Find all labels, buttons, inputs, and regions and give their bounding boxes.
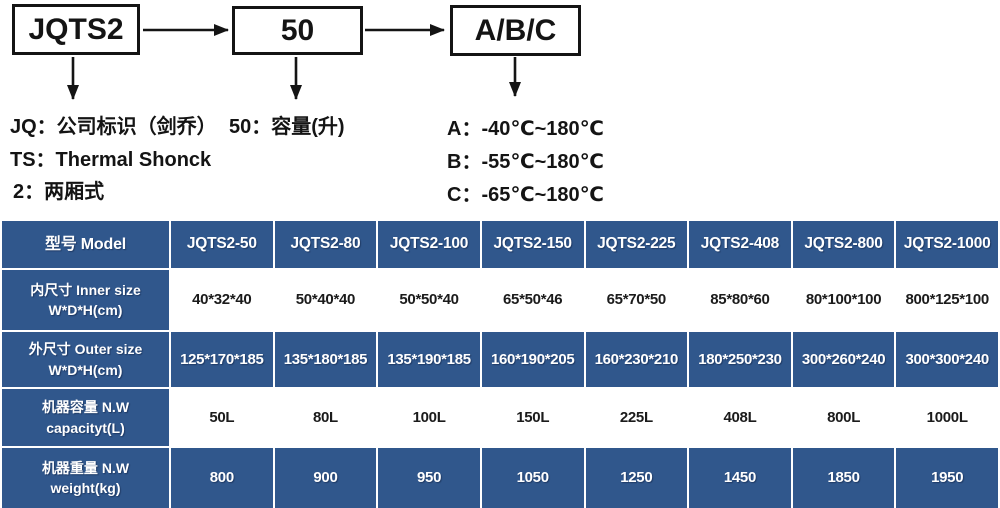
table-cell: 65*50*46 xyxy=(481,270,584,330)
row-label-line: W*D*H(cm) xyxy=(48,361,123,378)
table-cell: 100L xyxy=(378,389,480,446)
table-cell: 900 xyxy=(274,448,377,508)
table-cell: 1250 xyxy=(585,448,688,508)
row-label-line: 机器容量 N.W xyxy=(41,399,130,416)
note-grade-a-range: A：-40℃~180℃ xyxy=(447,118,604,140)
table-cell: 85*80*60 xyxy=(689,270,791,330)
model-naming-diagram: JQTS2 50 A/B/C JQ：公司标识（剑乔） TS：Thermal Sh… xyxy=(0,0,1000,218)
table-cell: 125*170*185 xyxy=(171,332,273,387)
table-cell: 1050 xyxy=(481,448,584,508)
note-two-zone: 2：两厢式 xyxy=(13,181,105,203)
table-header-jqts2-800: JQTS2-800 xyxy=(792,221,895,268)
table-header-jqts2-408: JQTS2-408 xyxy=(689,221,791,268)
table-cell: 80L xyxy=(274,389,377,446)
table-cell: 408L xyxy=(689,389,791,446)
table-cell: 1950 xyxy=(896,448,998,508)
row-label-inner-size: 内尺寸 Inner size W*D*H(cm) xyxy=(2,270,169,330)
table-cell: 300*260*240 xyxy=(792,332,895,387)
flow-box-brand: JQTS2 xyxy=(12,4,140,55)
table-header-jqts2-100: JQTS2-100 xyxy=(378,221,480,268)
table-cell: 225L xyxy=(585,389,688,446)
row-label-weight: 机器重量 N.W weight(kg) xyxy=(2,448,169,508)
table-cell: 1850 xyxy=(792,448,895,508)
table-cell: 800L xyxy=(792,389,895,446)
table-cell: 40*32*40 xyxy=(171,270,273,330)
row-label-capacity: 机器容量 N.W capacityt(L) xyxy=(2,389,169,446)
table-cell: 135*190*185 xyxy=(378,332,480,387)
note-grade-b-range: B：-55℃~180℃ xyxy=(447,151,604,173)
note-grade-c-range: C：-65℃~180℃ xyxy=(447,184,604,206)
table-cell: 800 xyxy=(171,448,273,508)
row-label-line: 机器重量 N.W xyxy=(41,459,130,476)
row-label-outer-size: 外尺寸 Outer size W*D*H(cm) xyxy=(2,332,169,387)
table-cell: 300*300*240 xyxy=(896,332,998,387)
table-cell: 160*230*210 xyxy=(585,332,688,387)
row-label-line: 内尺寸 Inner size xyxy=(30,281,141,298)
table-cell: 50*40*40 xyxy=(274,270,377,330)
spec-table: 型号 Model JQTS2-50 JQTS2-80 JQTS2-100 JQT… xyxy=(2,221,998,508)
table-cell: 800*125*100 xyxy=(896,270,998,330)
table-cell: 180*250*230 xyxy=(689,332,791,387)
flow-box-temperature-grade: A/B/C xyxy=(450,5,581,56)
table-header-jqts2-80: JQTS2-80 xyxy=(274,221,377,268)
table-cell: 1450 xyxy=(689,448,791,508)
table-cell: 135*180*185 xyxy=(274,332,377,387)
table-header-jqts2-50: JQTS2-50 xyxy=(171,221,273,268)
table-cell: 150L xyxy=(481,389,584,446)
flow-box-capacity: 50 xyxy=(232,6,363,55)
table-cell: 1000L xyxy=(896,389,998,446)
table-header-model: 型号 Model xyxy=(2,221,169,268)
row-label-line: capacityt(L) xyxy=(46,419,125,436)
table-header-jqts2-150: JQTS2-150 xyxy=(481,221,584,268)
table-header-jqts2-1000: JQTS2-1000 xyxy=(896,221,998,268)
note-thermal-shock: TS：Thermal Shonck xyxy=(10,149,212,171)
table-header-jqts2-225: JQTS2-225 xyxy=(585,221,688,268)
table-cell: 65*70*50 xyxy=(585,270,688,330)
table-cell: 950 xyxy=(378,448,480,508)
note-company-id: JQ：公司标识（剑乔） xyxy=(10,116,217,138)
note-capacity: 50：容量(升) xyxy=(229,116,345,138)
row-label-line: 外尺寸 Outer size xyxy=(28,341,143,358)
table-cell: 160*190*205 xyxy=(481,332,584,387)
row-label-line: W*D*H(cm) xyxy=(48,302,123,318)
table-cell: 50L xyxy=(171,389,273,446)
table-cell: 50*50*40 xyxy=(378,270,480,330)
table-cell: 80*100*100 xyxy=(792,270,895,330)
row-label-line: weight(kg) xyxy=(50,480,121,496)
